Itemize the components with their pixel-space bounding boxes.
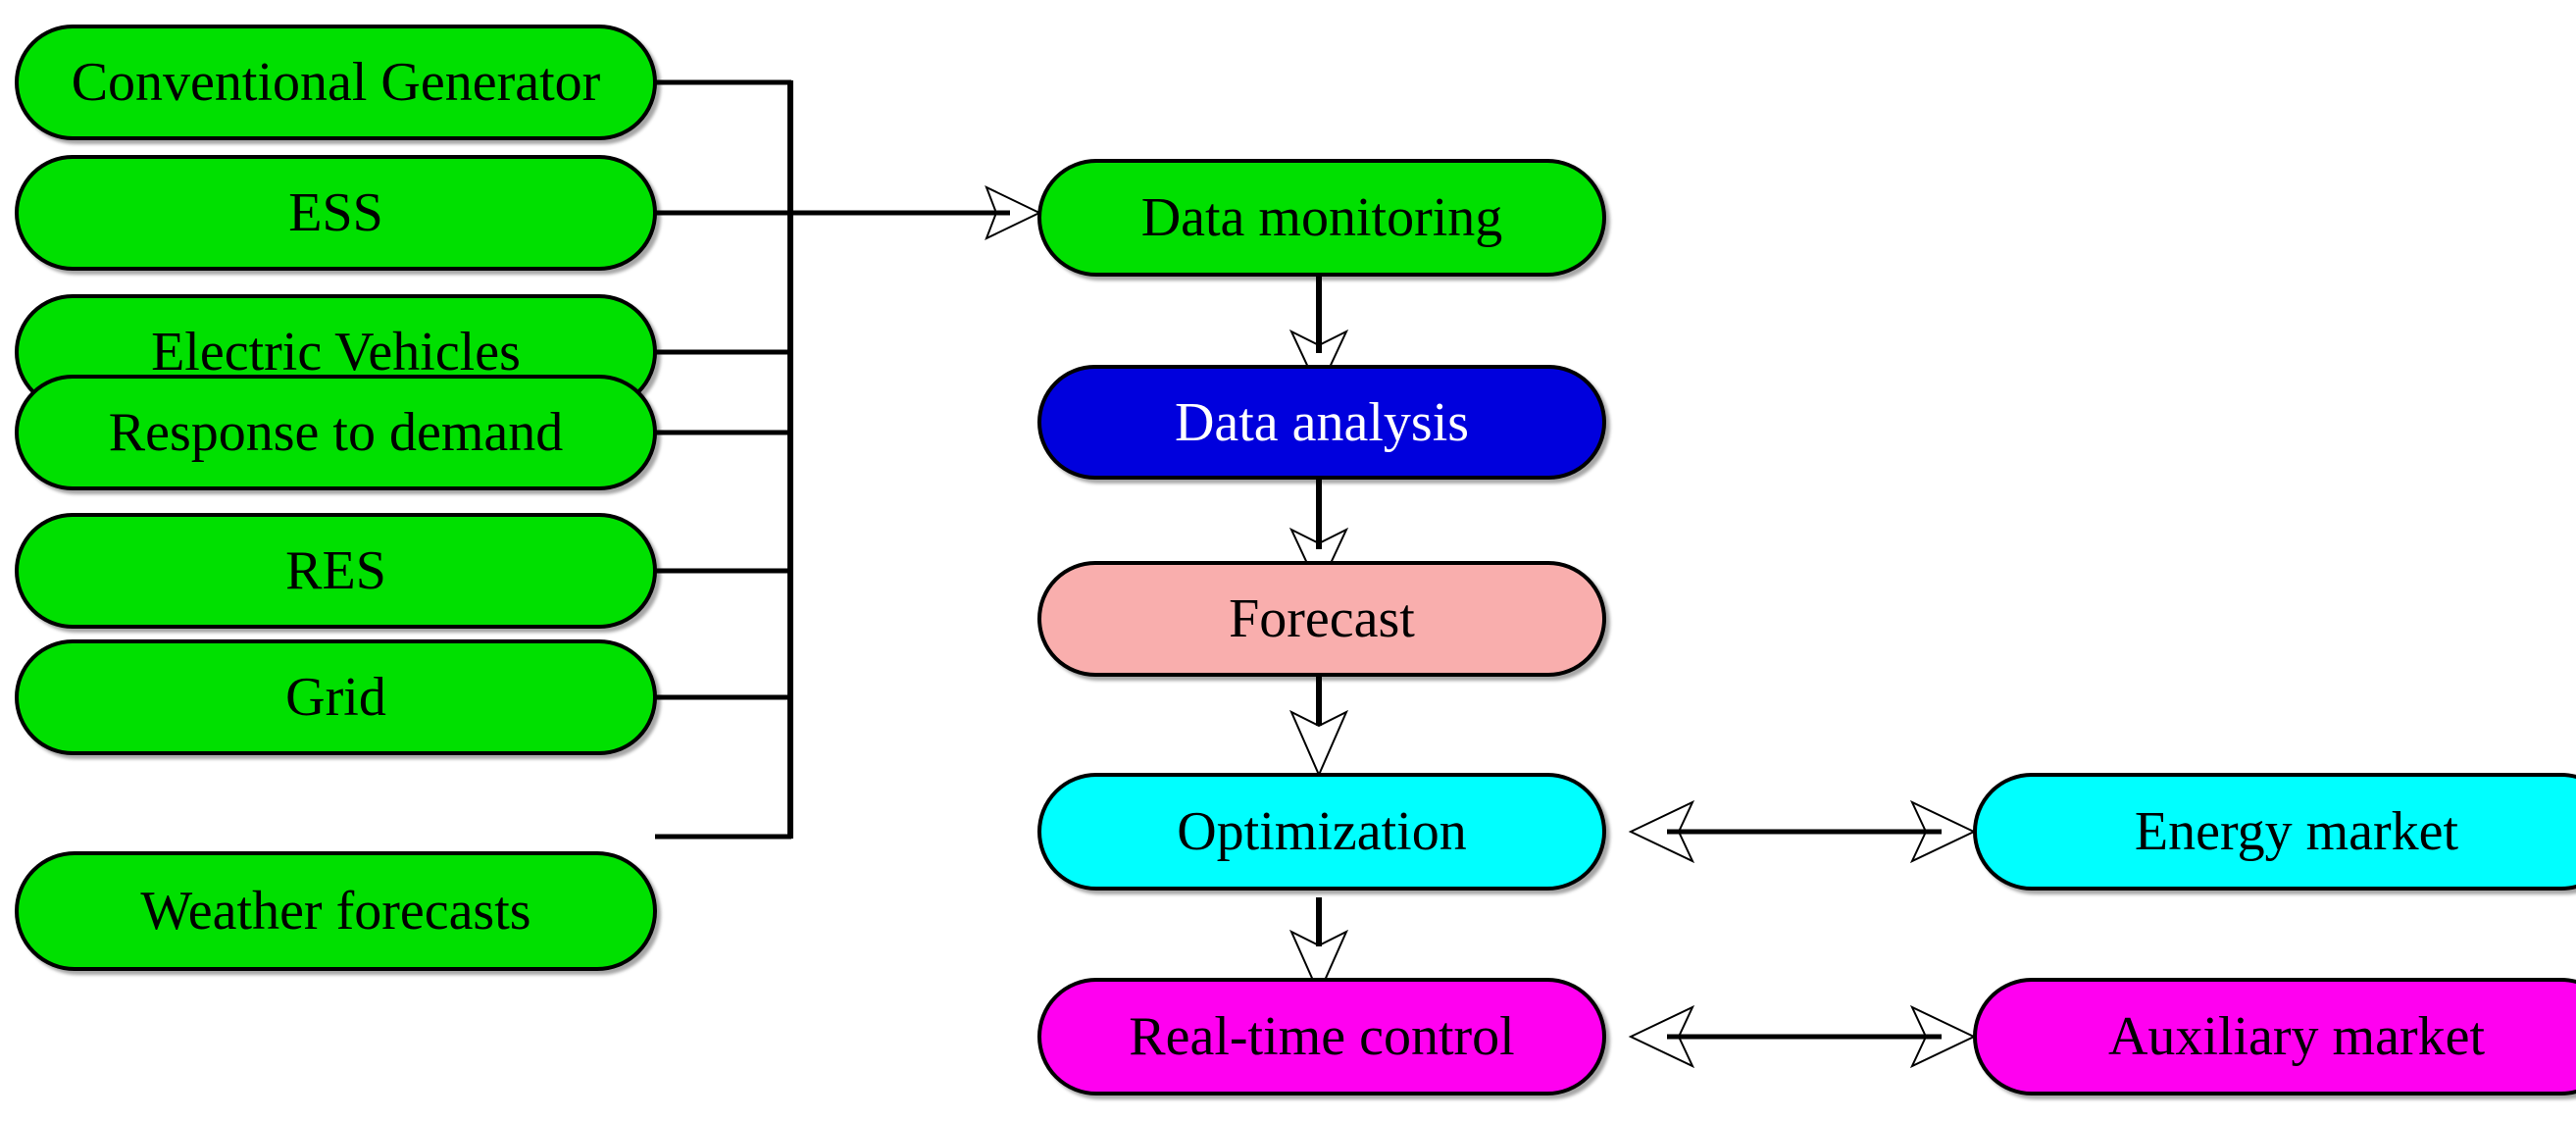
node-label: Optimization xyxy=(1177,801,1467,862)
arrowhead-right xyxy=(985,185,1042,240)
node-optimization[interactable]: Optimization xyxy=(1037,773,1606,891)
arrowhead-down xyxy=(1288,709,1349,778)
arrowhead-left xyxy=(1628,1004,1695,1069)
node-label: Energy market xyxy=(2134,801,2459,862)
node-label: Grid xyxy=(285,667,386,728)
node-data-monitoring[interactable]: Data monitoring xyxy=(1037,159,1606,277)
node-data-analysis[interactable]: Data analysis xyxy=(1037,365,1606,480)
node-res[interactable]: RES xyxy=(15,513,657,629)
node-grid[interactable]: Grid xyxy=(15,639,657,755)
node-label: Data analysis xyxy=(1174,391,1470,453)
node-real-time-control[interactable]: Real-time control xyxy=(1037,978,1606,1096)
node-label: Forecast xyxy=(1229,588,1415,649)
node-label: RES xyxy=(285,540,386,601)
edge-inputs-to-data-monitoring xyxy=(790,185,1042,240)
node-label: Conventional Generator xyxy=(71,52,601,113)
node-auxiliary-market[interactable]: Auxiliary market xyxy=(1973,978,2576,1096)
arrowhead-right xyxy=(1909,1004,1977,1069)
node-ess[interactable]: ESS xyxy=(15,155,657,271)
node-conventional-generator[interactable]: Conventional Generator xyxy=(15,25,657,140)
node-label: ESS xyxy=(288,182,383,243)
node-forecast[interactable]: Forecast xyxy=(1037,561,1606,677)
edge-forecast-to-optimization xyxy=(1288,677,1349,778)
node-label: Data monitoring xyxy=(1140,187,1503,248)
node-label: Weather forecasts xyxy=(140,881,531,942)
edge-optimization-energy-market xyxy=(1628,799,1977,864)
node-energy-market[interactable]: Energy market xyxy=(1973,773,2576,891)
arrowhead-left xyxy=(1628,799,1695,864)
edge-real-time-control-auxiliary-market xyxy=(1628,1004,1977,1069)
node-label: Real-time control xyxy=(1129,1006,1515,1067)
arrowhead-right xyxy=(1909,799,1977,864)
node-weather-forecasts[interactable]: Weather forecasts xyxy=(15,851,657,971)
node-response-to-demand[interactable]: Response to demand xyxy=(15,375,657,490)
input-bus xyxy=(655,79,793,840)
node-label: Electric Vehicles xyxy=(151,322,521,382)
node-label: Response to demand xyxy=(108,402,564,463)
node-label: Auxiliary market xyxy=(2107,1006,2486,1067)
